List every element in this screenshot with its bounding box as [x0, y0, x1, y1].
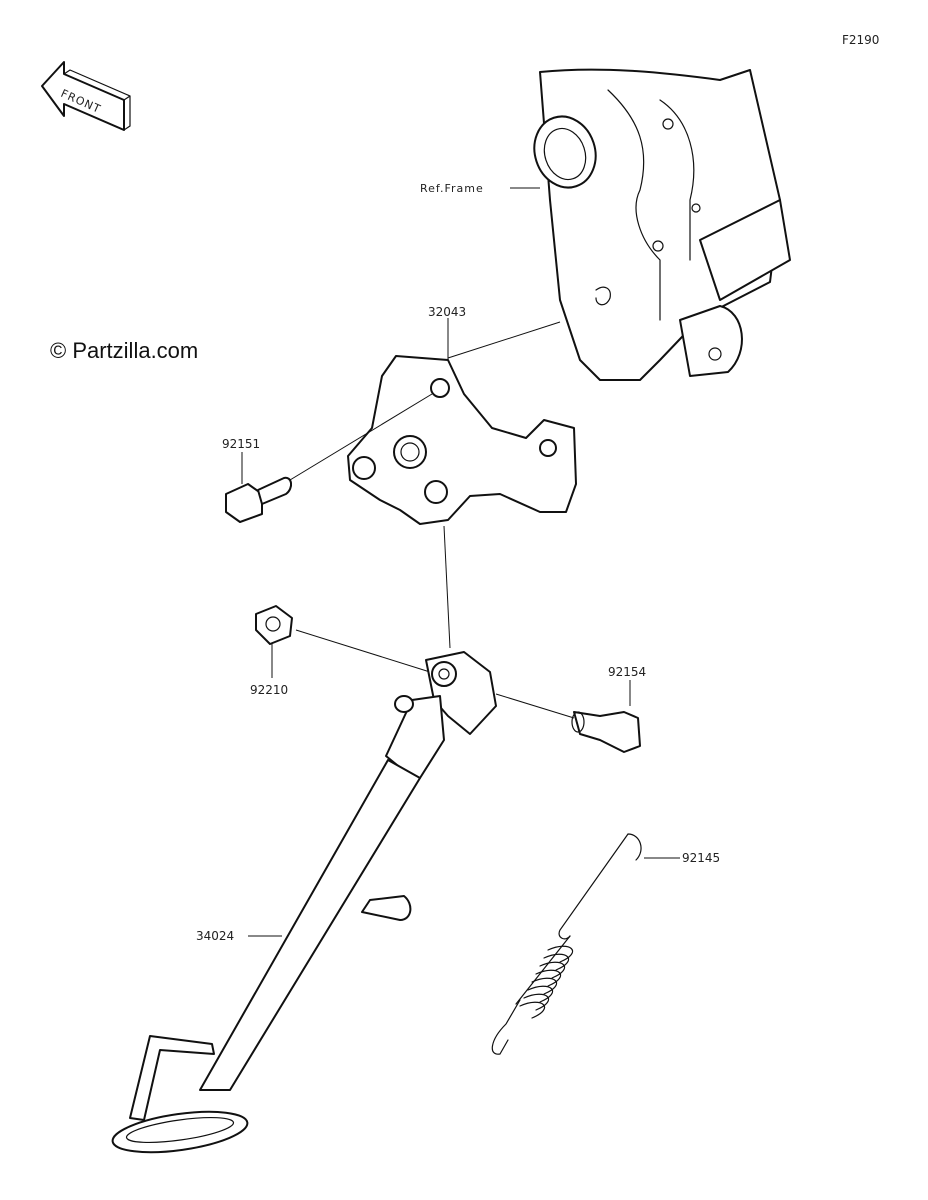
- bracket-part: [347, 355, 577, 525]
- spring-part: [491, 833, 642, 1055]
- front-arrow-icon: FRONT: [41, 61, 131, 131]
- bracket-label: 32043: [428, 305, 466, 319]
- bolt-label: 92151: [222, 437, 260, 451]
- ref-frame-label: Ref.Frame: [420, 182, 484, 195]
- bolt-part: [225, 476, 292, 523]
- spring-label: 92145: [682, 851, 720, 865]
- nut-part: [255, 605, 293, 645]
- nut-label: 92210: [250, 683, 288, 697]
- pivot-bolt-part: [571, 711, 641, 753]
- side-stand-label: 34024: [196, 929, 234, 943]
- pivot-bolt-label: 92154: [608, 665, 646, 679]
- watermark: © Partzilla.com: [50, 338, 198, 363]
- side-stand-part: [111, 651, 497, 1154]
- frame-ref: [533, 68, 791, 381]
- diagram-id: F2190: [842, 33, 879, 47]
